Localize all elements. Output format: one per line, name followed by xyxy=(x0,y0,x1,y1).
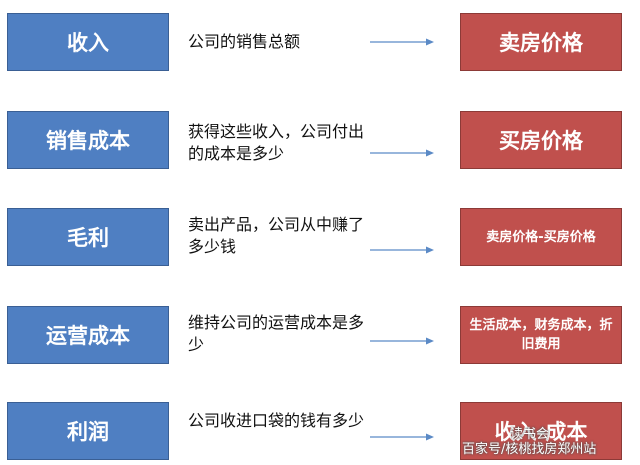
example-box-gross-profit: 卖房价格-买房价格 xyxy=(460,208,622,266)
example-box-revenue: 卖房价格 xyxy=(460,13,622,71)
arrow-icon xyxy=(370,149,434,157)
description-profit: 公司收进口袋的钱有多少 xyxy=(188,411,365,430)
watermark-line2: 百家号/核桃找房郑州站 xyxy=(462,442,597,457)
term-box-operating-cost: 运营成本 xyxy=(7,306,169,364)
description-gross-profit: 卖出产品，公司从中赚了多少钱 xyxy=(188,215,365,256)
arrow-icon xyxy=(370,433,434,441)
term-box-revenue: 收入 xyxy=(7,13,169,71)
watermark-line1: 读书会 xyxy=(510,427,550,442)
example-box-cost-of-sales: 买房价格 xyxy=(460,111,622,169)
example-box-operating-cost: 生活成本，财务成本，折旧费用 xyxy=(460,306,622,364)
term-box-profit: 利润 xyxy=(7,402,169,460)
description-operating-cost: 维持公司的运营成本是多少 xyxy=(188,313,365,354)
arrow-icon xyxy=(370,246,434,254)
arrow-icon xyxy=(370,337,434,345)
term-box-gross-profit: 毛利 xyxy=(7,208,169,266)
term-box-cost-of-sales: 销售成本 xyxy=(7,111,169,169)
description-cost-of-sales: 获得这些收入，公司付出的成本是多少 xyxy=(188,122,365,163)
arrow-icon xyxy=(370,38,434,46)
example-box-profit: 收入-成本 xyxy=(460,402,622,460)
description-revenue: 公司的销售总额 xyxy=(188,32,301,51)
